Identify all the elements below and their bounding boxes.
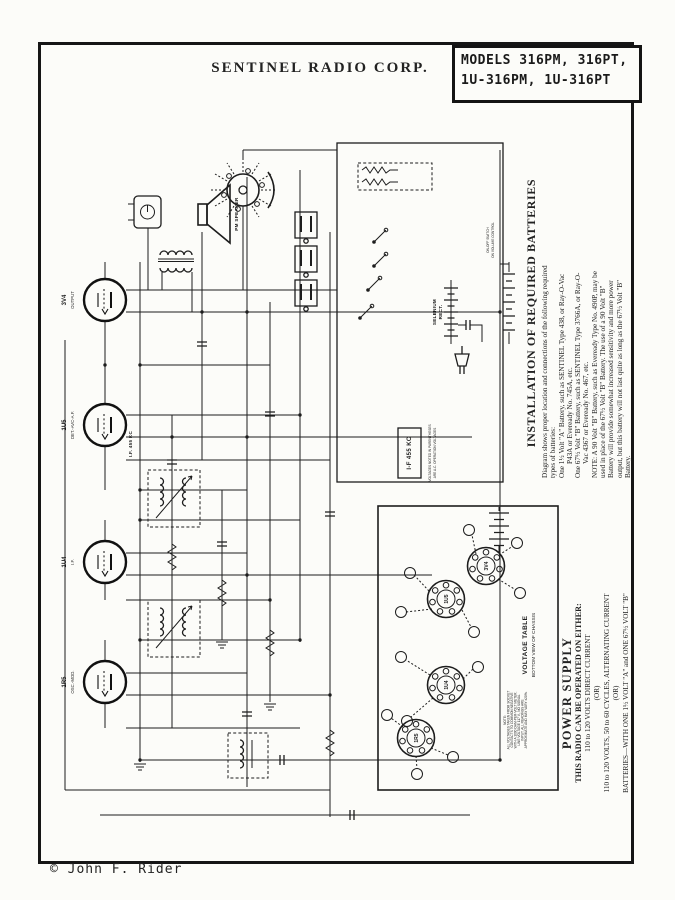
onoff-switch-label-1: ON-OFF SWITCH [486, 226, 490, 252]
tube-3v4-label: 3V4 [62, 294, 68, 305]
if-transformer-2 [147, 599, 201, 658]
tube-1u4-label: 1U4 [62, 556, 68, 568]
battery-note-line: One 67½ Volt "B" Battery, such as SENTIN… [574, 272, 583, 478]
panel-note-line: ALL VOLTAGES TAKEN FROM SOCKET [507, 691, 511, 750]
panel-subtitle: BOTTOM VIEW OF CHASSIS [531, 613, 537, 677]
power-supply-line: THIS RADIO CAN BE OPERATED ON EITHER: [574, 603, 583, 783]
panel-note-line: INPUT. ALL READINGS ARE [521, 699, 525, 740]
battery-note-line: NOTE: A 90 Volt "B" Battery, such as Eve… [590, 271, 599, 478]
capacitor-symbols [167, 341, 355, 820]
models-box: MODELS 316PM, 316PT, 1U-316PM, 1U-316PT [452, 45, 642, 103]
switch-contacts [358, 227, 389, 320]
power-supply-line: BATTERIES—WITH ONE 1½ VOLT "A" and ONE 6… [621, 593, 630, 793]
speaker-symbol: PM SPEAKER [197, 183, 239, 245]
socket-1u4-label: 1U4 [444, 680, 450, 689]
power-plug-symbol [454, 346, 470, 374]
speaker-label: PM SPEAKER [234, 197, 239, 231]
output-transformer-symbol [158, 250, 194, 273]
battery-note-line: P43A or Eveready No. 745A, etc. [565, 367, 574, 464]
junction-dots [103, 310, 502, 762]
panel-note-line: CONTACTS TO COMMON NEGATIVE [510, 692, 514, 747]
schematic-frame [38, 42, 634, 864]
phone-jack-symbol [128, 195, 162, 229]
panel-note-line: APPROXIMATE AND MAY VARY ±20%. [524, 691, 528, 748]
socket-1u5-label: 1U5 [444, 594, 450, 603]
battery-note-line: Diagram shows proper location and connec… [541, 265, 549, 478]
if-455-label: I-F 455 KC [407, 436, 413, 470]
voltage-table-panel: 3V4 1U5 1U4 1R5 VOLTAGE TABLE BOTTOM VIE… [377, 505, 559, 791]
tube-1r5-symbol: 1R5 OSC.-MOD. [62, 659, 128, 705]
tube-1u4-role: I.F. [70, 559, 75, 565]
battery-note-line: One 1½ Volt "A" Battery, such as SENTINE… [557, 273, 566, 478]
schematic-drawing: 3V4 OUTPUT 1U5 DET.-AVC-A.F. 1U4 I.F. 1R… [62, 142, 515, 820]
battery-note-line: output, but this battery will not last q… [615, 279, 624, 478]
panel-note: NOTE: ALL VOLTAGES TAKEN FROM SOCKET CON… [503, 691, 528, 750]
selenium-label-2: RECT. [438, 305, 443, 320]
tube-1u5-role: DET.-AVC-A.F. [70, 411, 75, 439]
power-section: SELENIUM RECT. ON-OFF SWITCH ON VOLUME C… [336, 142, 504, 483]
socket-3v4: 3V4 [463, 524, 526, 599]
onoff-switch-label-2: ON VOLUME CONTROL [491, 222, 495, 258]
socket-1r5-label: 1R5 [414, 733, 420, 742]
socket-3v4-label: 3V4 [484, 561, 490, 570]
wire-mesh [64, 149, 501, 817]
panel-note-line: LINE VOLTAGE 117 V., NO SIGNAL [517, 694, 521, 745]
power-supply-line: (OR) [612, 685, 621, 701]
if-transformer-1 [147, 469, 201, 528]
resistor-symbols [167, 543, 335, 757]
models-line-1: MODELS 316PM, 316PT, [461, 53, 628, 68]
copyright: © John F. Rider [50, 862, 183, 877]
if-455-box: I-F 455 KC [397, 427, 422, 479]
paren-note-1: VOLTAGES NOTED IN PARENTHESES [428, 424, 432, 481]
socket-1u5: 1U5 [395, 567, 480, 638]
osc-coil [227, 732, 269, 779]
power-supply-line: 110 to 120 VOLTS DIRECT CURRENT [583, 634, 592, 752]
trimmer-cans [294, 211, 318, 312]
if-frequency-label: I.F. 455 KC [128, 430, 133, 457]
tube-3v4-symbol: 3V4 OUTPUT [62, 277, 128, 323]
socket-1r5: 1R5 [381, 709, 459, 780]
tube-1r5-role: OSC.-MOD. [70, 670, 75, 693]
selenium-label-1: SELENIUM [432, 299, 437, 325]
models-line-2: 1U-316PM, 1U-316PT [461, 73, 611, 88]
panel-note-line: WITH A 1000 OHM-PER-VOLT METER. [514, 692, 518, 749]
battery-note-line: used in place of the 67½ Volt "B" Batter… [599, 285, 608, 478]
panel-title: VOLTAGE TABLE [522, 615, 529, 674]
power-supply-line: (OR) [593, 685, 602, 701]
panel-note-line: NOTE: [503, 715, 507, 725]
battery-note-line: Vac 4367 or Eveready No. 467, etc. [582, 361, 591, 464]
tube-1u4-symbol: 1U4 I.F. [62, 539, 128, 585]
battery-note-line: Battery will provide somewhat increased … [607, 280, 616, 478]
ground-symbols [134, 641, 276, 771]
b-battery-symbol [500, 262, 515, 344]
panel-battery-symbol [489, 507, 509, 553]
line-cord-resistor-box [357, 162, 433, 191]
tube-1r5-label: 1R5 [62, 676, 68, 688]
tube-1u5-label: 1U5 [62, 419, 68, 431]
power-supply-note: POWER SUPPLY THIS RADIO CAN BE OPERATED … [560, 556, 635, 830]
paren-note-2: ARE A.C. OPERATION VOLTAGES [433, 428, 437, 478]
battery-note-title: INSTALLATION OF REQUIRED BATTERIES [524, 178, 538, 448]
tube-3v4-role: OUTPUT [70, 291, 75, 309]
rotary-plug-diagram [211, 158, 275, 222]
filter-capacitor-symbol [458, 320, 483, 342]
selenium-rectifier-symbol: SELENIUM RECT. [432, 280, 458, 344]
battery-installation-note: INSTALLATION OF REQUIRED BATTERIES Diagr… [524, 148, 632, 478]
power-supply-title: POWER SUPPLY [560, 636, 574, 750]
tube-1u5-symbol: 1U5 DET.-AVC-A.F. [62, 402, 128, 448]
battery-note-line: Battery. [623, 455, 632, 479]
page-title: SENTINEL RADIO CORP. [211, 60, 429, 76]
power-supply-line: 110 to 120 VOLTS, 50 to 60 CYCLES, ALTER… [602, 593, 611, 793]
socket-1u4: 1U4 [395, 651, 484, 727]
battery-note-line: types of batteries: [549, 426, 558, 478]
